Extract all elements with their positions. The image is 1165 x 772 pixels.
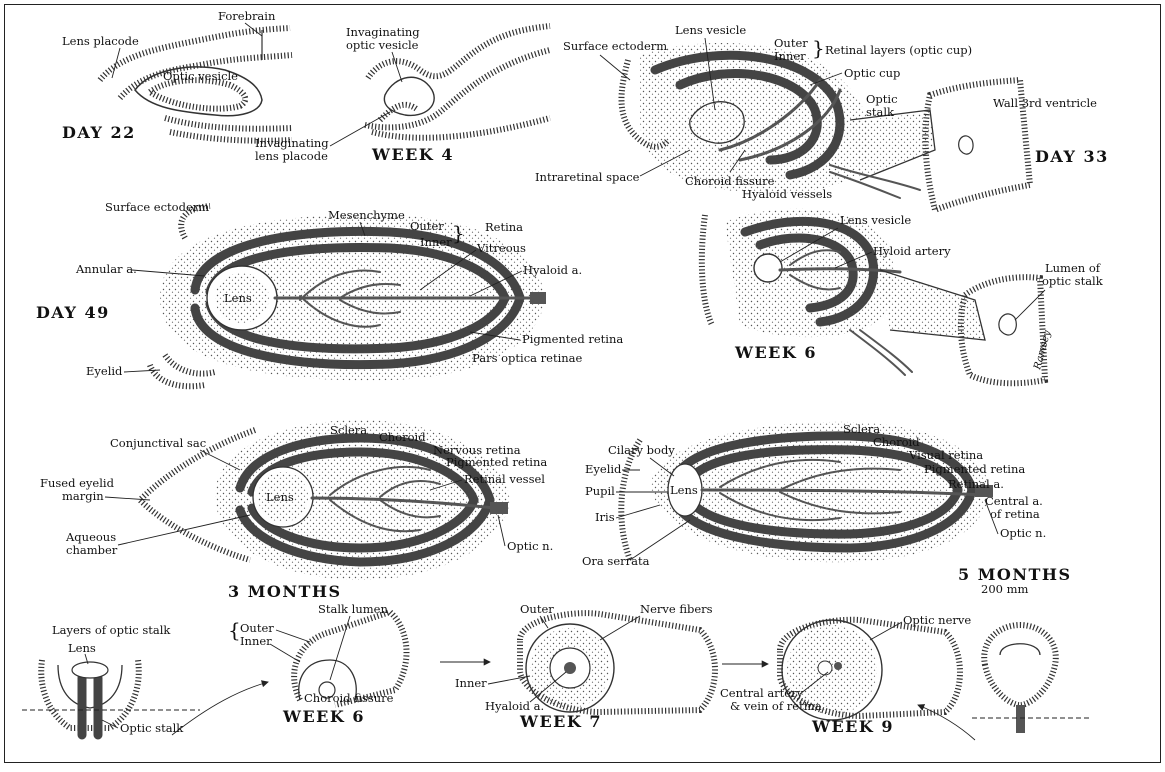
- figure-frame: [4, 4, 1161, 763]
